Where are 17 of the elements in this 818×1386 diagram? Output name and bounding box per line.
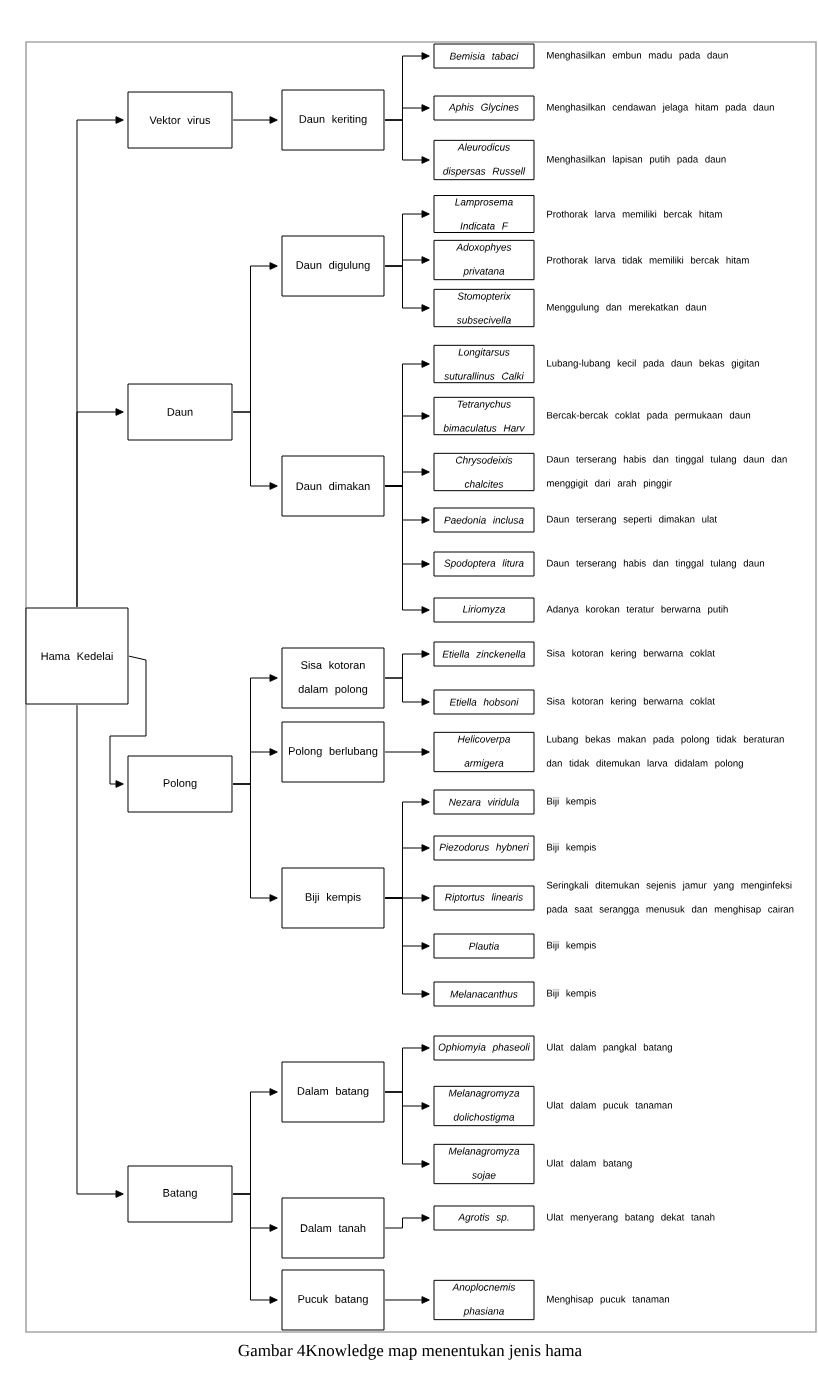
arrow (232, 1193, 278, 1304)
arrow (232, 783, 278, 902)
arrow (109, 655, 147, 788)
arrow (384, 677, 430, 706)
arrow (384, 897, 430, 998)
arrow (384, 748, 430, 756)
arrow (232, 116, 278, 124)
arrow (384, 265, 430, 312)
arrow (384, 485, 430, 614)
caption: Gambar 4Knowledge map menentukan jenis hama (238, 1344, 582, 1360)
arrow (232, 411, 278, 490)
arrow (384, 1296, 430, 1304)
arrow (384, 1214, 430, 1229)
arrow (76, 408, 124, 608)
arrow (76, 704, 124, 1198)
arrow (384, 1091, 430, 1168)
arrow (384, 119, 430, 164)
